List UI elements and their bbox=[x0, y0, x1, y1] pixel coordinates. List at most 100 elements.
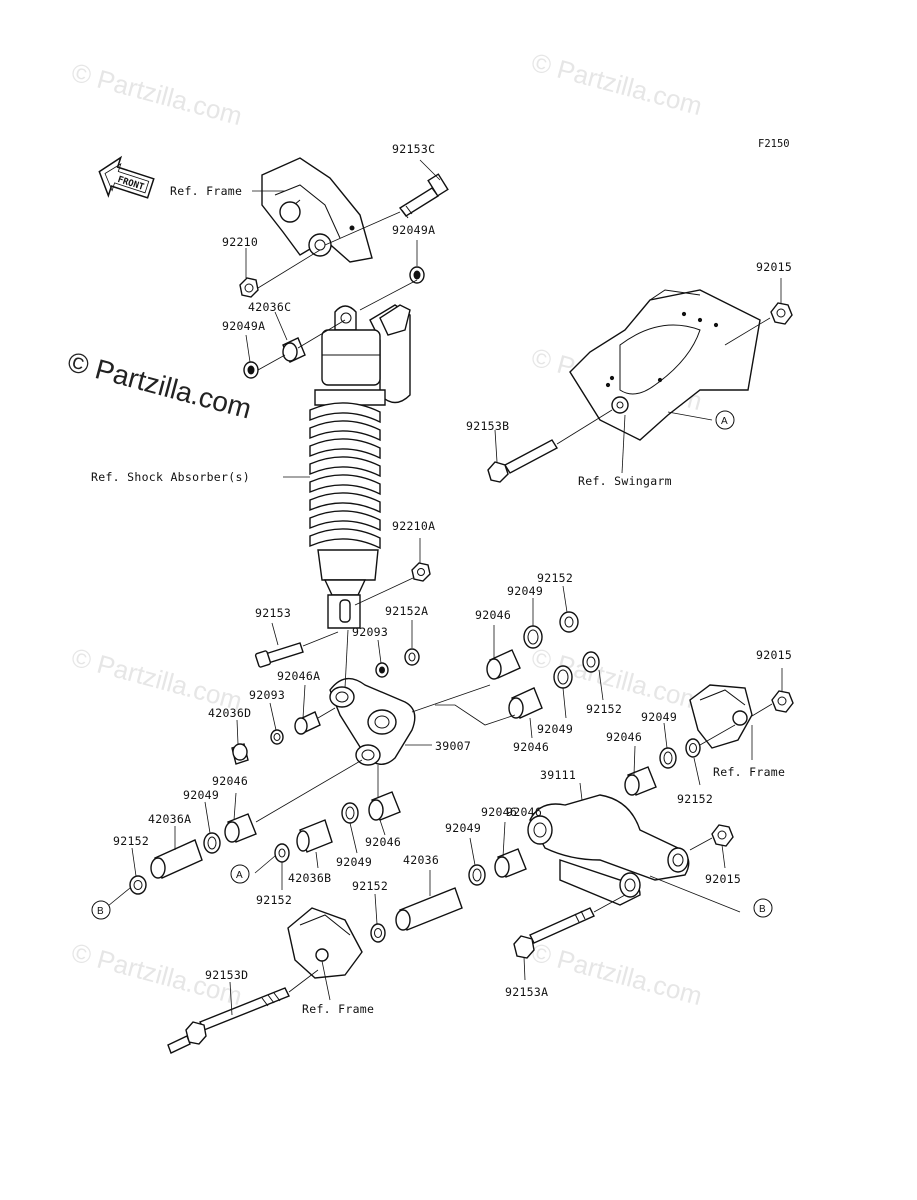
figure-code: F2150 bbox=[758, 138, 790, 150]
collar-42036 bbox=[395, 870, 463, 931]
nut-92210 bbox=[239, 248, 321, 298]
callout-label: B bbox=[97, 906, 104, 917]
part-label: 92046A bbox=[277, 669, 320, 683]
part-labels: 92153C 92210 92049A 42036C 92049A 92015 … bbox=[113, 142, 792, 999]
bolt-92153A bbox=[513, 894, 626, 981]
collar-42036C bbox=[274, 311, 346, 363]
part-label: 39111 bbox=[540, 768, 576, 782]
collar-42036B bbox=[296, 819, 333, 869]
callout-b-right: B bbox=[753, 898, 773, 918]
ref-label-frame-right: Ref. Frame bbox=[713, 765, 785, 779]
part-label: 92046 bbox=[513, 740, 549, 754]
seal-92093-lower bbox=[269, 702, 284, 745]
part-label: 42036A bbox=[148, 812, 191, 826]
part-label: 92046 bbox=[506, 805, 542, 819]
part-label: 92152 bbox=[586, 702, 622, 716]
part-label: 92093 bbox=[352, 625, 388, 639]
part-label: 92046 bbox=[606, 730, 642, 744]
washer-92152-f bbox=[370, 893, 386, 943]
part-label: 92152 bbox=[256, 893, 292, 907]
callout-a-upper: A bbox=[715, 410, 735, 430]
callout-a-lower: A bbox=[230, 864, 250, 884]
watermark: © Partzilla.com bbox=[528, 937, 705, 1011]
washer-92152-d bbox=[254, 843, 290, 890]
part-label: 42036D bbox=[208, 706, 251, 720]
shock-absorber bbox=[309, 304, 411, 629]
part-label: 92049 bbox=[445, 821, 481, 835]
part-label: 92015 bbox=[756, 260, 792, 274]
seal-92049A-lower bbox=[243, 334, 286, 379]
part-label: 92046 bbox=[481, 805, 517, 819]
bearing-92046-b bbox=[508, 687, 543, 739]
bearing-92046-d bbox=[368, 765, 401, 836]
part-label: 92152 bbox=[677, 792, 713, 806]
part-label: 92049 bbox=[336, 855, 372, 869]
part-label: 92153C bbox=[392, 142, 435, 156]
washer-92152-e bbox=[685, 724, 736, 786]
bolt-92153C bbox=[324, 159, 449, 246]
bolt-92153 bbox=[254, 622, 339, 668]
part-label: 92046 bbox=[365, 835, 401, 849]
front-arrow-icon: FRONT bbox=[98, 155, 155, 199]
bearing-92046-e bbox=[624, 745, 657, 796]
bolt-92153D bbox=[167, 969, 319, 1054]
part-label: 92046 bbox=[475, 608, 511, 622]
ref-label-swingarm: Ref. Swingarm bbox=[578, 474, 672, 488]
seal-92049-c bbox=[203, 801, 221, 854]
nut-92015-low bbox=[689, 824, 734, 869]
callout-label: B bbox=[759, 904, 766, 915]
frame-top-bracket bbox=[261, 157, 373, 263]
callout-label: A bbox=[236, 870, 243, 881]
link-39007 bbox=[329, 629, 516, 766]
part-label: 92049 bbox=[507, 584, 543, 598]
part-label: 92153A bbox=[505, 985, 548, 999]
callout-label: A bbox=[721, 416, 728, 427]
part-label: 92153 bbox=[255, 606, 291, 620]
watermark: © Partzilla.com bbox=[528, 47, 705, 121]
swingarm bbox=[569, 289, 761, 441]
nut-92015-mid bbox=[751, 668, 794, 717]
part-label: 92049 bbox=[641, 710, 677, 724]
part-label: 92046 bbox=[212, 774, 248, 788]
part-label: 92210 bbox=[222, 235, 258, 249]
callout-b-left: B bbox=[91, 900, 111, 920]
part-label: 92015 bbox=[756, 648, 792, 662]
watermark: © Partzilla.com bbox=[68, 57, 245, 131]
part-label: 92049A bbox=[222, 319, 265, 333]
seal-92049-a bbox=[523, 598, 543, 649]
part-label: 92152 bbox=[537, 571, 573, 585]
frame-right-bracket bbox=[689, 684, 753, 760]
nut-92015-top bbox=[724, 278, 793, 346]
seal-92049-f bbox=[468, 837, 486, 886]
part-label: 92152 bbox=[352, 879, 388, 893]
part-label: 92049A bbox=[392, 223, 435, 237]
bolt-92153B bbox=[487, 409, 613, 483]
part-label: 92210A bbox=[392, 519, 435, 533]
seal-92049-b bbox=[553, 665, 573, 719]
washer-92152-a bbox=[559, 585, 579, 633]
part-label: 92049 bbox=[537, 722, 573, 736]
collar-42036D bbox=[231, 719, 249, 765]
bearing-92046-c bbox=[224, 759, 363, 843]
part-label: 39007 bbox=[435, 739, 471, 753]
seal-92049-d bbox=[341, 802, 359, 854]
seal-92049-e bbox=[659, 722, 677, 769]
part-label: 92093 bbox=[249, 688, 285, 702]
bearing-92046A bbox=[294, 684, 336, 735]
ref-label-frame-top: Ref. Frame bbox=[170, 184, 242, 198]
part-label: 42036C bbox=[248, 300, 291, 314]
part-label: 42036B bbox=[288, 871, 331, 885]
part-label: 42036 bbox=[403, 853, 439, 867]
rod-39111 bbox=[527, 782, 741, 913]
collar-42036A bbox=[150, 826, 203, 879]
ref-label-shock: Ref. Shock Absorber(s) bbox=[91, 470, 250, 484]
washer-92152A bbox=[404, 620, 420, 666]
washer-92152-c bbox=[107, 847, 147, 907]
watermark: © Partzilla.com bbox=[64, 346, 254, 425]
part-label: 92152A bbox=[385, 604, 428, 618]
part-label: 92153D bbox=[205, 968, 248, 982]
ref-label-frame-bottom: Ref. Frame bbox=[302, 1002, 374, 1016]
part-label: 92049 bbox=[183, 788, 219, 802]
seal-92093-upper bbox=[375, 639, 389, 678]
